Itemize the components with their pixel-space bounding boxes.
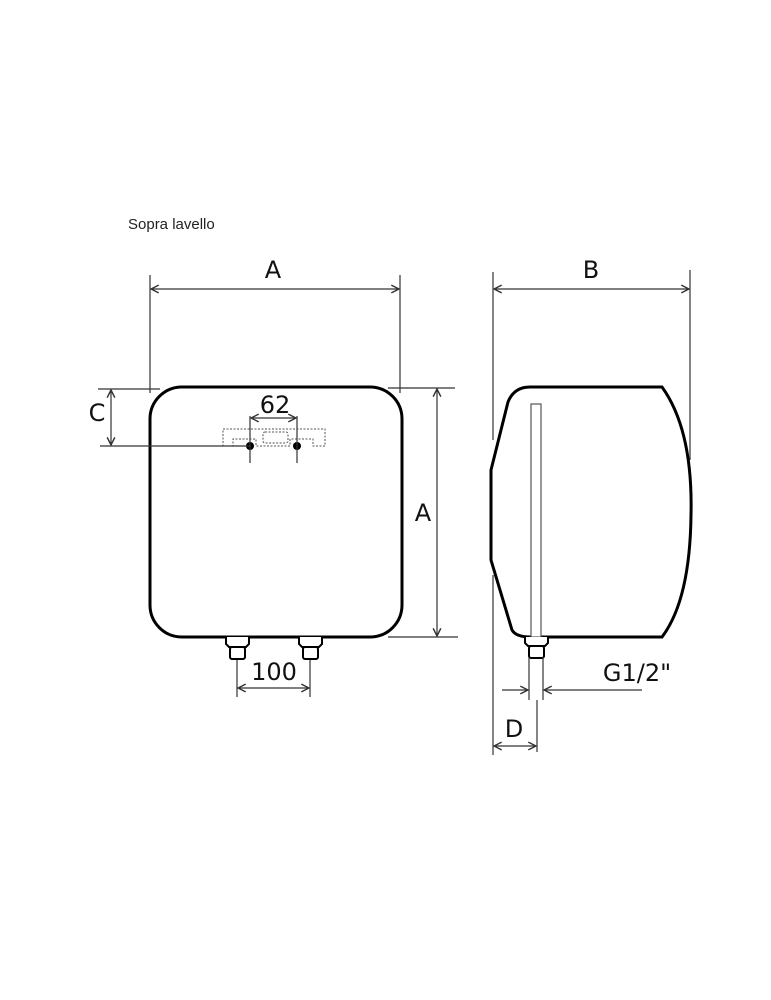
label-thread: G1/2" [603, 659, 671, 687]
inner-pipe [530, 403, 542, 638]
water-fitting [225, 637, 323, 660]
heater-body-side [489, 385, 693, 639]
label-a-width: A [265, 256, 282, 284]
label-d: D [505, 715, 523, 743]
diagram-title: Sopra lavello [128, 216, 215, 233]
label-c: C [89, 399, 106, 427]
water-fitting [524, 637, 549, 659]
label-100: 100 [251, 658, 297, 686]
front-view: A C 62 A 100 [89, 256, 458, 697]
heater-body-front [148, 385, 404, 639]
label-b: B [583, 256, 599, 284]
label-a-height: A [415, 499, 432, 527]
side-view: B G1/2" D [489, 256, 693, 755]
label-62: 62 [260, 391, 291, 419]
